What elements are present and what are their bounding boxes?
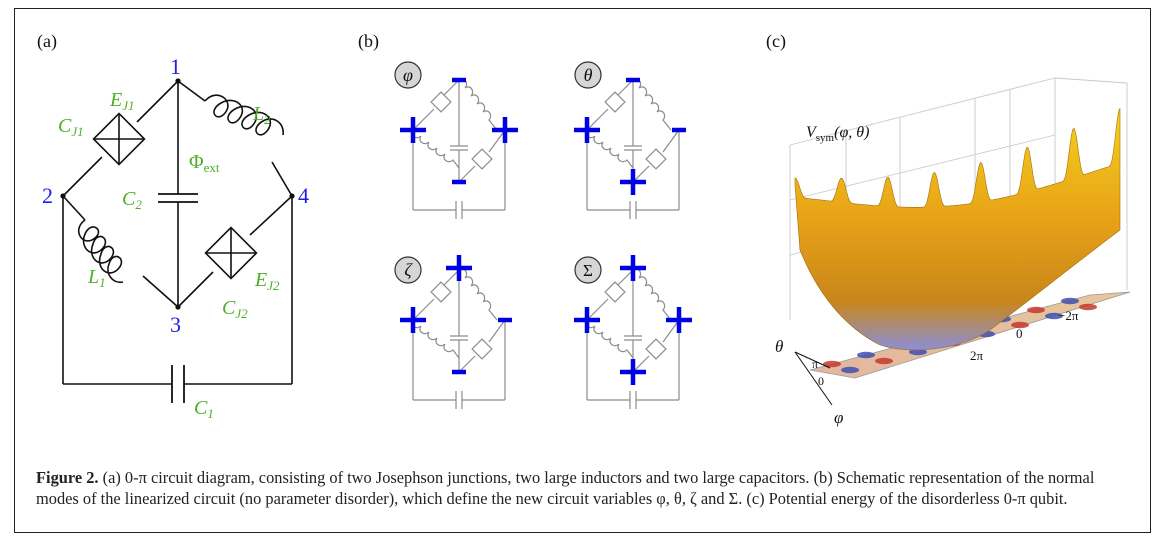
label-ej2: EJ2 xyxy=(254,269,280,293)
mode-sigma-signs xyxy=(574,255,692,385)
panel-b-label: (b) xyxy=(358,31,379,52)
mode-theta-label: θ xyxy=(584,65,593,85)
contour-well xyxy=(1079,303,1097,311)
contour-well xyxy=(1027,306,1045,314)
phi-tick-minus-2pi: −2π xyxy=(1058,308,1079,323)
mode-zeta-schematic xyxy=(411,268,506,409)
mode-zeta-signs xyxy=(400,255,512,375)
panel-a-circuit: (a) xyxy=(37,31,309,421)
node-label-3: 3 xyxy=(170,312,181,337)
junction-jj2-symbol xyxy=(204,226,258,280)
capacitor-c1-symbol xyxy=(171,365,185,403)
contour-well xyxy=(1061,297,1079,305)
mode-theta: θ xyxy=(574,61,602,89)
theta-tick-pi: π xyxy=(812,357,818,371)
mode-theta-schematic xyxy=(585,78,680,219)
contour-well xyxy=(823,360,841,368)
mode-zeta: ζ xyxy=(394,256,422,284)
theta-tick-0: 0 xyxy=(818,374,824,388)
label-c1: C1 xyxy=(194,397,214,421)
circuit-nodes xyxy=(60,78,295,310)
panel-c-label: (c) xyxy=(766,31,786,52)
potential-surface xyxy=(794,108,1121,351)
figure-frame xyxy=(14,8,1151,533)
mode-theta-signs xyxy=(574,77,686,195)
axes-lines xyxy=(794,351,833,406)
mode-sigma: Σ xyxy=(574,256,602,284)
contour-well xyxy=(875,357,893,365)
phi-axis-label: φ xyxy=(834,408,843,427)
mode-phi-schematic xyxy=(411,78,506,219)
label-l2: L2 xyxy=(252,103,271,127)
caption-label: Figure 2. xyxy=(36,468,99,487)
mode-sigma-schematic xyxy=(585,268,680,409)
mode-phi-signs xyxy=(400,77,518,185)
contour-well xyxy=(1045,312,1063,320)
figure-caption: Figure 2. (a) 0-π circuit diagram, consi… xyxy=(36,467,1131,509)
panel-b-modes: (b) φ θ xyxy=(358,31,692,409)
junction-jj1-symbol xyxy=(92,112,146,166)
circuit-wires xyxy=(62,80,293,385)
capacitor-c2-symbol xyxy=(158,193,198,203)
panel-c-potential: (c) Vsym(φ, θ) xyxy=(766,31,1131,427)
node-label-4: 4 xyxy=(298,183,309,208)
surface-title: Vsym(φ, θ) xyxy=(806,124,870,144)
mode-phi-label: φ xyxy=(403,65,413,85)
label-l1: L1 xyxy=(87,266,106,290)
node-label-1: 1 xyxy=(170,54,181,79)
node-label-2: 2 xyxy=(42,183,53,208)
mode-phi: φ xyxy=(394,61,422,89)
theta-axis-label: θ xyxy=(775,337,783,356)
phi-tick-0: 0 xyxy=(1016,326,1023,341)
contour-well xyxy=(857,351,875,359)
phi-tick-2pi: 2π xyxy=(970,348,984,363)
panel-a-label: (a) xyxy=(37,31,57,52)
label-cj1: CJ1 xyxy=(58,115,84,139)
label-ej1: EJ1 xyxy=(109,89,135,113)
mode-zeta-label: ζ xyxy=(404,260,413,280)
contour-well xyxy=(1011,321,1029,329)
caption-text: (a) 0-π circuit diagram, consisting of t… xyxy=(36,468,1095,508)
contour-well xyxy=(909,348,927,356)
mode-sigma-label: Σ xyxy=(583,261,593,280)
label-cj2: CJ2 xyxy=(222,297,248,321)
label-phi-ext: Φext xyxy=(189,151,220,175)
contour-well xyxy=(841,366,859,374)
label-c2: C2 xyxy=(122,188,142,212)
